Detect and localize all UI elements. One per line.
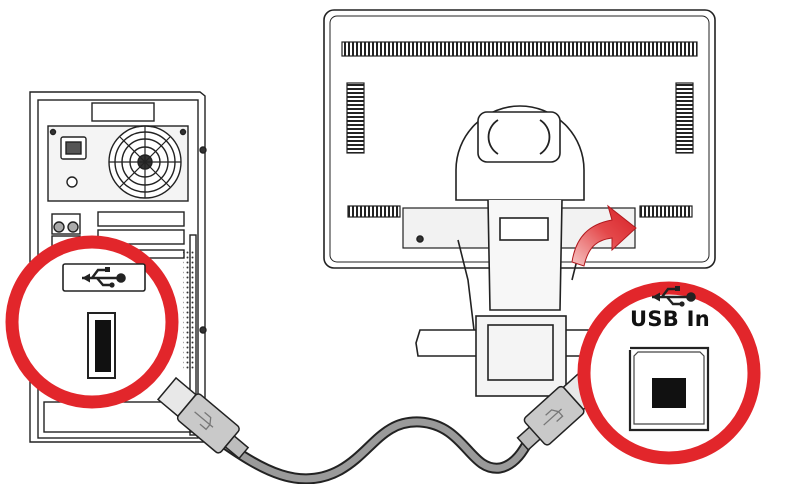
usb-a-plug [156, 376, 250, 460]
usb-symbol-icon [652, 286, 696, 307]
curved-arrow-icon [571, 204, 637, 267]
usb-cable [216, 416, 541, 484]
usb-symbol-icon [82, 267, 126, 288]
pc-usb-port-callout [5, 235, 179, 409]
monitor-usb-in-callout [577, 281, 761, 465]
monitor-rear-view [323, 9, 716, 397]
usb-in-label: USB In [629, 307, 711, 331]
